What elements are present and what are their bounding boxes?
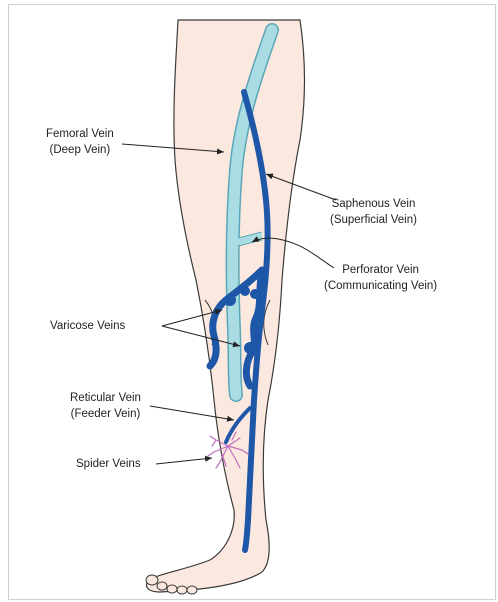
femoral-vein-label-type: (Deep Vein) bbox=[46, 142, 114, 158]
spider-veins-label-name: Spider Veins bbox=[76, 456, 141, 472]
reticular-vein-label: Reticular Vein (Feeder Vein) bbox=[70, 390, 141, 422]
varicose-veins-label: Varicose Veins bbox=[50, 318, 125, 334]
femoral-vein-label-name: Femoral Vein bbox=[46, 126, 114, 142]
perforator-vein-label-name: Perforator Vein bbox=[324, 262, 437, 278]
perforator-vein-label-type: (Communicating Vein) bbox=[324, 278, 437, 294]
saphenous-vein-label-name: Saphenous Vein bbox=[330, 196, 417, 212]
reticular-vein-label-type: (Feeder Vein) bbox=[70, 406, 141, 422]
perforator-vein-label: Perforator Vein (Communicating Vein) bbox=[324, 262, 437, 294]
femoral-vein-label: Femoral Vein (Deep Vein) bbox=[46, 126, 114, 158]
spider-veins-label: Spider Veins bbox=[76, 456, 141, 472]
leg-outline bbox=[146, 20, 304, 592]
reticular-vein-label-name: Reticular Vein bbox=[70, 390, 141, 406]
spider-leader bbox=[156, 458, 212, 464]
saphenous-vein-label: Saphenous Vein (Superficial Vein) bbox=[330, 196, 417, 228]
varicose-veins-label-name: Varicose Veins bbox=[50, 318, 125, 334]
saphenous-vein-label-type: (Superficial Vein) bbox=[330, 212, 417, 228]
